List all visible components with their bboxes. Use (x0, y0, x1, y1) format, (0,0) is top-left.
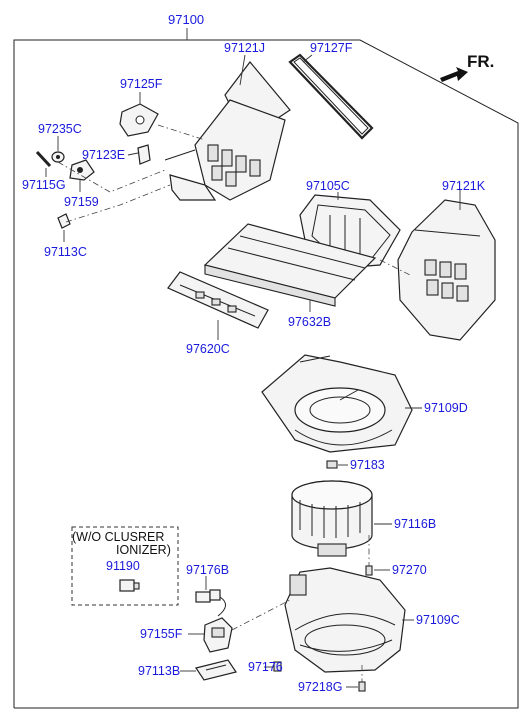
label-97115g[interactable]: 97115G (22, 178, 66, 192)
blower-case-upper-97109d (261, 354, 413, 453)
label-97113c[interactable]: 97113C (44, 245, 87, 259)
spring-97115g (35, 150, 52, 168)
label-97121j[interactable]: 97121J (224, 41, 265, 55)
gasket-97127f (288, 53, 374, 140)
actuator-97125f (119, 103, 159, 137)
label-97183[interactable]: 97183 (350, 458, 385, 472)
screw-97218g (358, 681, 366, 692)
clip-97123e (137, 144, 151, 165)
screw-97113c (57, 213, 71, 229)
nut-97235c (51, 151, 65, 163)
ionizer-91190 (119, 579, 140, 592)
label-97125f[interactable]: 97125F (120, 77, 163, 91)
motor-97159 (69, 159, 95, 181)
label-97218g[interactable]: 97218G (298, 680, 342, 694)
label-97123e[interactable]: 97123E (82, 148, 125, 162)
label-97127f[interactable]: 97127F (310, 41, 353, 55)
assembly-frame (13, 28, 519, 709)
clip-97183 (326, 460, 338, 469)
assembly-line-case (379, 259, 411, 276)
bracket-97113b (195, 659, 237, 681)
front-direction-label: FR. (467, 52, 494, 71)
label-97270[interactable]: 97270 (392, 563, 427, 577)
assembly-line-resistor (231, 599, 291, 631)
blower-case-lower-97109c (284, 567, 406, 673)
connector-97176b (195, 589, 226, 617)
assembly-line-upper (57, 161, 166, 193)
option-box (71, 526, 179, 606)
option-note-line2: IONIZER) (116, 543, 171, 557)
blower-motor-97116b (291, 480, 373, 557)
label-97632b[interactable]: 97632B (288, 315, 331, 329)
label-97235c[interactable]: 97235C (38, 122, 82, 136)
label-97155f[interactable]: 97155F (140, 627, 183, 641)
label-97116b[interactable]: 97116B (394, 517, 436, 531)
option-note-line1: (W/O CLUSRER (72, 530, 164, 544)
screw-97270 (365, 565, 373, 576)
assembly-line-lower (65, 184, 171, 223)
label-97620c[interactable]: 97620C (186, 342, 230, 356)
front-direction-arrow-icon (440, 67, 468, 82)
label-97100[interactable]: 97100 (168, 12, 204, 27)
label-91190[interactable]: 91190 (106, 559, 140, 573)
intake-duct-97121j (164, 61, 291, 201)
label-97176[interactable]: 97176 (248, 660, 283, 674)
label-97109c[interactable]: 97109C (416, 613, 460, 627)
label-97159[interactable]: 97159 (64, 195, 99, 209)
clip-97176 (273, 661, 282, 672)
assembly-line-actuator (157, 124, 206, 141)
label-97113b[interactable]: 97113B (138, 664, 180, 678)
label-97105c[interactable]: 97105C (306, 179, 350, 193)
label-97176b[interactable]: 97176B (186, 563, 229, 577)
filter-cover-97620c (167, 271, 269, 329)
label-97109d[interactable]: 97109D (424, 401, 468, 415)
case-97121k (397, 199, 496, 341)
label-97121k[interactable]: 97121K (442, 179, 486, 193)
cabin-filter-97632b (203, 223, 377, 307)
resistor-97155f (203, 617, 233, 653)
